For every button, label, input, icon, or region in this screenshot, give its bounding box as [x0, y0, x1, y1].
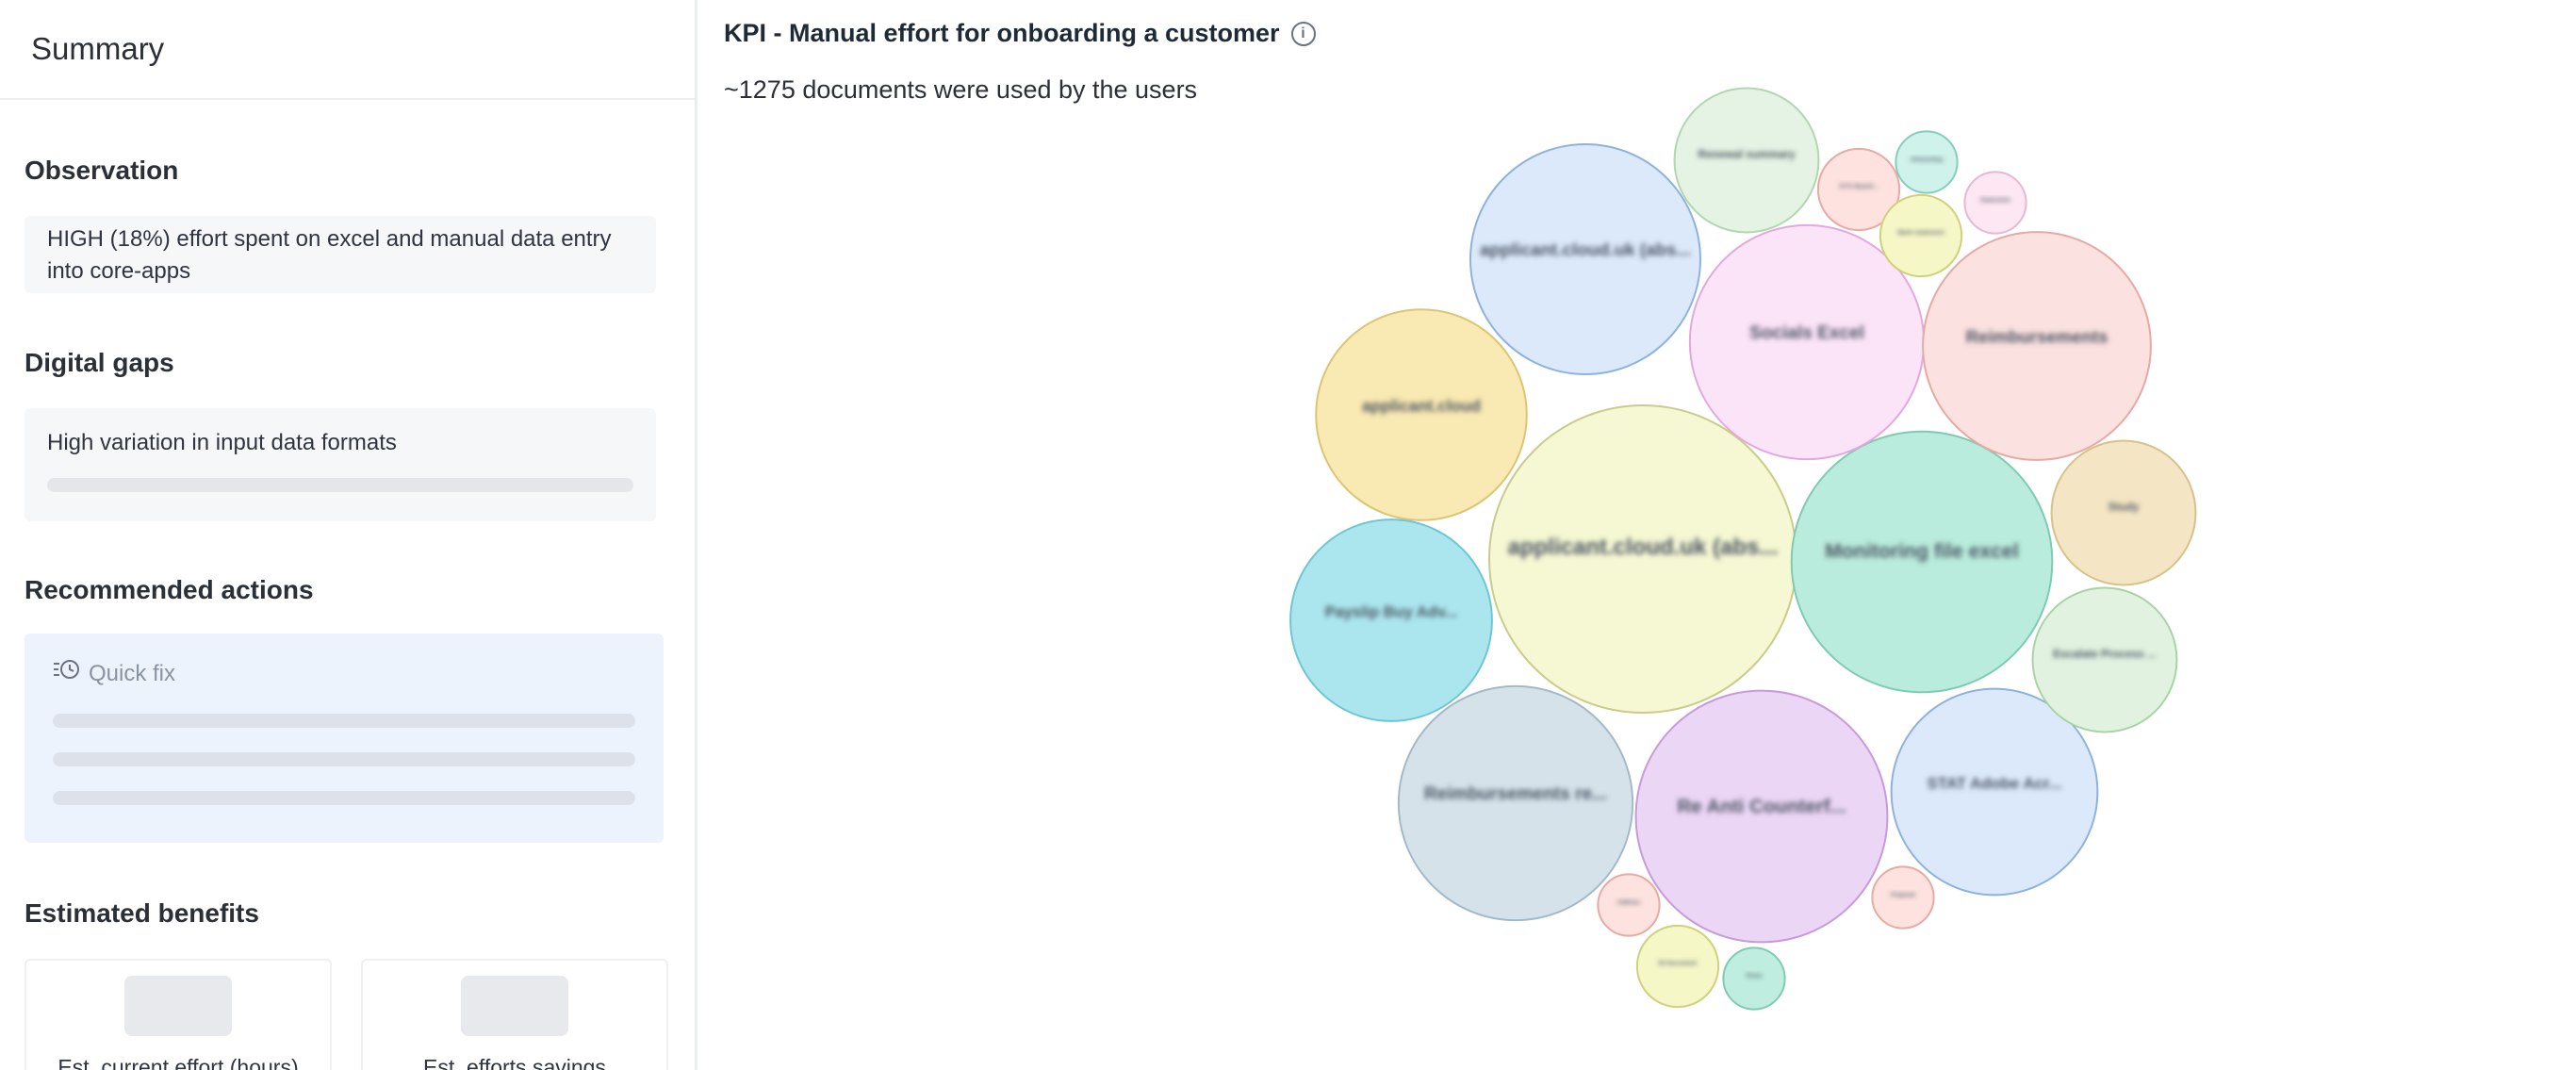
- kpi-title: KPI - Manual effort for onboarding a cus…: [724, 19, 1316, 48]
- bubble-circle: [1397, 684, 1634, 922]
- benefit-card-current-effort: Est. current effort (hours): [25, 959, 332, 1070]
- bubble-label: applicant.cloud.uk (abs...: [1508, 535, 1779, 560]
- bubble-label: KYC Board...: [1840, 184, 1879, 190]
- bubble-circle: [1922, 231, 2152, 461]
- bubble-circle: [1895, 130, 1959, 194]
- benefit-card-effort-savings: Est. efforts savings: [361, 959, 668, 1070]
- bubble-circle: [1289, 519, 1493, 722]
- observation-heading: Observation: [25, 156, 179, 185]
- bubble[interactable]: applicant.cloud.uk (abs...: [1469, 143, 1701, 375]
- bubble[interactable]: Statements: [1963, 171, 2027, 235]
- summary-sidebar: Summary Observation HIGH (18%) effort sp…: [0, 0, 697, 1070]
- bubble-circle: [1597, 873, 1661, 937]
- bubble-label: Onboarding: [1911, 157, 1943, 163]
- bubble-circle: [1871, 865, 1935, 930]
- observation-card: HIGH (18%) effort spent on excel and man…: [25, 216, 656, 293]
- kpi-panel: KPI - Manual effort for onboarding a cus…: [700, 0, 2576, 1070]
- bubble[interactable]: Escalate Process ...: [2031, 586, 2178, 733]
- loading-skeleton-bar: [53, 714, 635, 728]
- bubble-label: Study: [2108, 502, 2140, 514]
- bubble-label: ID Document: [1659, 961, 1698, 967]
- sidebar-header: Summary: [0, 0, 695, 100]
- bubble-circle: [1816, 147, 1901, 232]
- bubble-label: Reimbursements re...: [1424, 784, 1607, 804]
- quick-fix-card[interactable]: Quick fix: [25, 634, 664, 843]
- loading-skeleton-bar: [53, 791, 635, 805]
- bubble[interactable]: KYC Board...: [1816, 147, 1901, 232]
- bubble[interactable]: Photo: [1722, 947, 1786, 1011]
- bubble-circle: [1635, 924, 1720, 1009]
- info-icon[interactable]: i: [1290, 21, 1316, 46]
- bubble[interactable]: Study: [2050, 439, 2197, 586]
- bubble-circle: [2031, 586, 2178, 733]
- sidebar-title: Summary: [31, 31, 165, 66]
- bubble-label: Photo: [1747, 974, 1763, 979]
- quick-fix-loading: [53, 714, 635, 805]
- benefit-label: Est. efforts savings: [423, 1055, 606, 1070]
- bubble[interactable]: Address: [1597, 873, 1661, 937]
- bubble-circle: [2050, 439, 2197, 586]
- bubble[interactable]: Monitoring file excel: [1790, 430, 2054, 694]
- loading-skeleton-bar: [47, 478, 633, 492]
- bubble-label: Renewal summary: [1698, 149, 1796, 161]
- bubble-label: Statements: [1980, 198, 2011, 204]
- bubble-label: Re Anti Counterf...: [1677, 796, 1846, 817]
- kpi-title-text: KPI - Manual effort for onboarding a cus…: [724, 19, 1280, 47]
- bubble[interactable]: Bank statement: [1879, 193, 1963, 278]
- bubble[interactable]: Renewal summary: [1673, 87, 1820, 234]
- estimated-benefits-heading: Estimated benefits: [25, 898, 259, 928]
- benefit-label: Est. current effort (hours): [57, 1055, 299, 1070]
- bubble-circle: [1315, 308, 1528, 521]
- history-list-icon: [53, 658, 81, 689]
- bubble-circle: [1673, 87, 1820, 234]
- bubble[interactable]: applicant.cloud.uk (abs...: [1488, 404, 1797, 714]
- value-skeleton: [461, 976, 568, 1036]
- bubble-circle: [1469, 143, 1701, 375]
- bubble[interactable]: Payslip Buy Adv...: [1289, 519, 1493, 722]
- loading-skeleton-bar: [53, 752, 635, 766]
- bubble-label: applicant.cloud.uk (abs...: [1480, 239, 1691, 259]
- bubble[interactable]: Re Anti Counterf...: [1634, 689, 1889, 944]
- bubble-label: Escalate Process ...: [2053, 649, 2157, 661]
- bubble-circle: [1890, 687, 2099, 897]
- bubble-label: Payslip Buy Adv...: [1325, 604, 1458, 621]
- bubble-label: Reimbursements: [1966, 326, 2108, 346]
- bubble[interactable]: Reimbursements: [1922, 231, 2152, 461]
- bubble-label: STAT Adobe Acr...: [1928, 775, 2062, 793]
- bubble[interactable]: Reimbursements re...: [1397, 684, 1634, 922]
- bubble[interactable]: Proposal: [1871, 865, 1935, 930]
- quick-fix-label: Quick fix: [89, 660, 176, 686]
- digital-gaps-heading: Digital gaps: [25, 348, 174, 377]
- bubble-label: Monitoring file excel: [1825, 540, 2019, 563]
- value-skeleton: [124, 976, 232, 1036]
- documents-count-text: ~1275 documents were used by the users: [724, 75, 1198, 104]
- bubble-circle: [1634, 689, 1889, 944]
- bubble-circle: [1879, 193, 1963, 278]
- digital-gaps-card: High variation in input data formats: [25, 408, 656, 521]
- bubble-label: Bank statement: [1897, 230, 1944, 237]
- bubble[interactable]: ID Document: [1635, 924, 1720, 1009]
- bubble-label: Address: [1617, 900, 1641, 906]
- bubble-label: applicant.cloud: [1362, 397, 1481, 416]
- quick-fix-header: Quick fix: [53, 658, 635, 689]
- bubble-circle: [1722, 947, 1786, 1011]
- bubble-circle: [1790, 430, 2054, 694]
- observation-text: HIGH (18%) effort spent on excel and man…: [47, 226, 612, 284]
- bubble-label: Socials Excel: [1749, 323, 1864, 343]
- bubble[interactable]: STAT Adobe Acr...: [1890, 687, 2099, 897]
- bubble-chart: applicant.cloud.uk (abs... Monitoring fil…: [1289, 87, 2197, 1011]
- bubble[interactable]: applicant.cloud: [1315, 308, 1528, 521]
- recommended-actions-heading: Recommended actions: [25, 575, 314, 604]
- bubble-circle: [1963, 171, 2027, 235]
- bubble[interactable]: Onboarding: [1895, 130, 1959, 194]
- digital-gaps-text: High variation in input data formats: [47, 430, 397, 455]
- bubble-label: Proposal: [1891, 893, 1915, 898]
